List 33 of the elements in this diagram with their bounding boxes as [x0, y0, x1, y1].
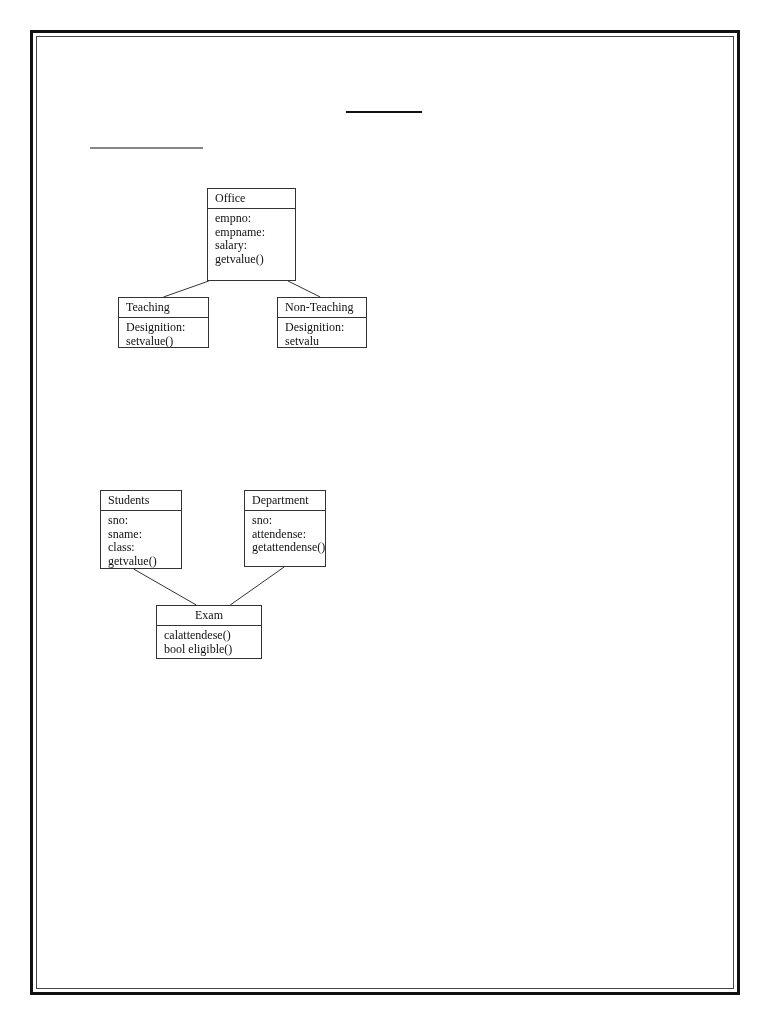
class-member: empno: [215, 211, 251, 225]
class-member: calattendese() [164, 628, 231, 642]
class-box [244, 490, 326, 567]
class-box [207, 188, 296, 281]
class-member: getvalue() [215, 251, 264, 266]
class-member: getvalue() [108, 553, 157, 568]
class-box [100, 490, 182, 569]
class-name: Students [108, 493, 150, 507]
class-member: getattendense() [252, 540, 326, 554]
class-member: sno: [252, 513, 272, 527]
class-member: Designition: [126, 320, 186, 334]
class-name: Non-Teaching [285, 300, 354, 314]
class-member: sname: [108, 526, 142, 541]
class-name: Department [252, 493, 309, 507]
class-member: salary: [215, 238, 247, 252]
class-member: Designition: [285, 320, 345, 334]
association-line [287, 280, 321, 298]
association-line [163, 280, 210, 298]
class-member: setvalu [285, 333, 319, 348]
class-member: attendense: [252, 526, 306, 541]
class-box [277, 297, 367, 348]
class-name: Exam [195, 608, 223, 622]
class-member: empname: [215, 224, 265, 239]
association-line [229, 566, 285, 606]
class-member: class: [108, 540, 135, 554]
class-name: Office [215, 191, 246, 205]
class-member: bool eligible() [164, 641, 233, 656]
class-name: Teaching [126, 300, 170, 314]
class-box [118, 297, 209, 348]
class-box [156, 605, 262, 659]
class-member: sno: [108, 513, 128, 527]
class-member: setvalue() [126, 333, 174, 348]
association-line [133, 568, 197, 606]
